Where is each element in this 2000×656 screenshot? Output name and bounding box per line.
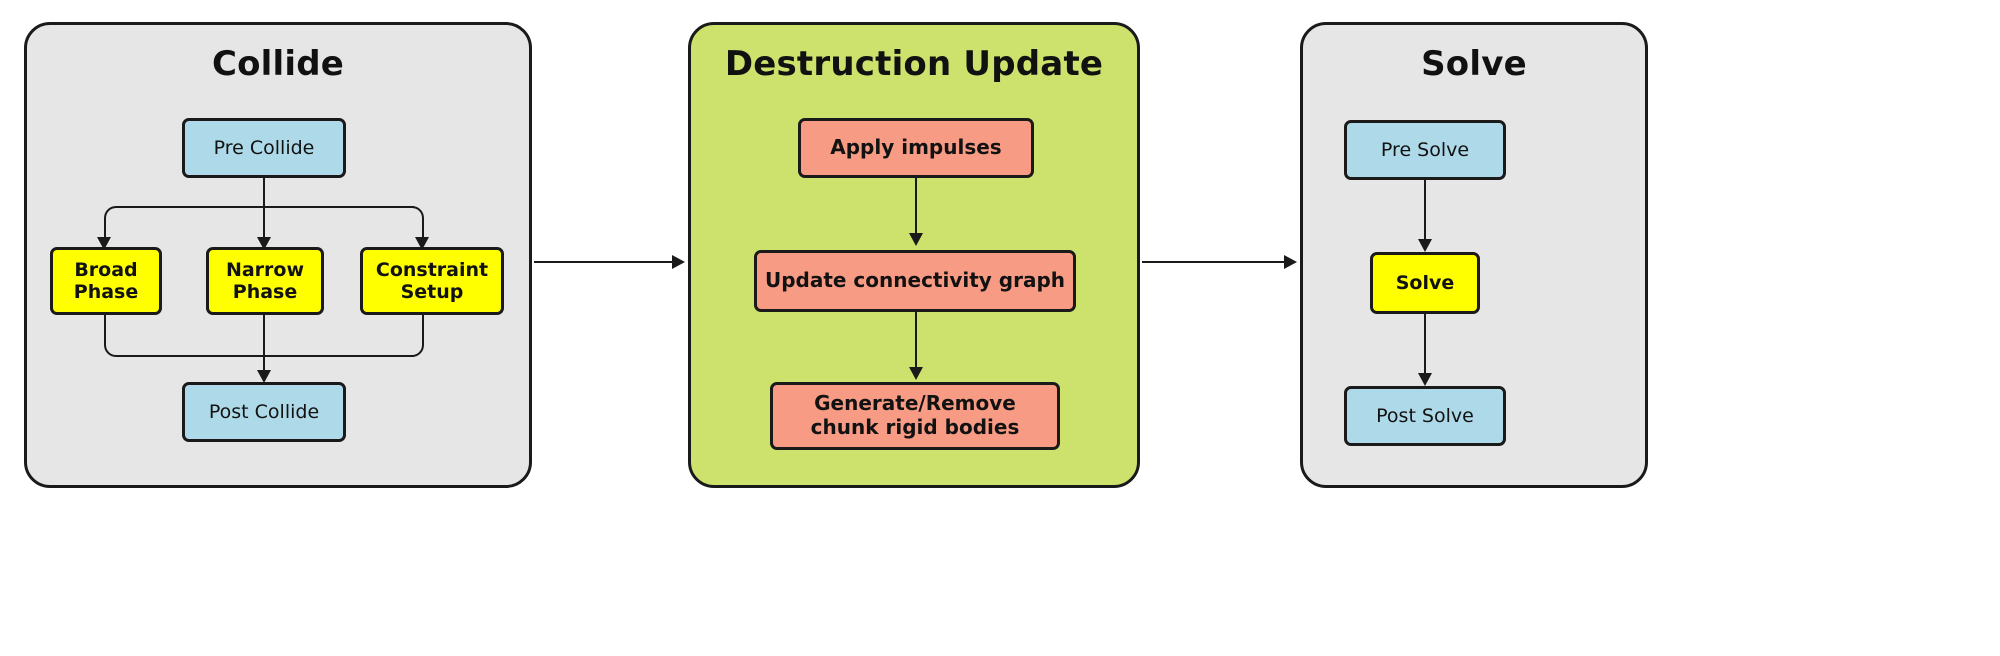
arrowhead-to-constraint-setup <box>415 237 429 250</box>
arrowhead-to-solve <box>1418 239 1432 252</box>
panel-title-solve: Solve <box>1421 44 1527 84</box>
connector-pre-solve-to-solve <box>1424 180 1426 246</box>
node-pre-solve[interactable]: Pre Solve <box>1344 120 1506 180</box>
node-generate-remove-chunk-rigid-bodies[interactable]: Generate/Remove chunk rigid bodies <box>770 382 1060 450</box>
arrowhead-to-narrow-phase <box>257 237 271 250</box>
connector-pre-collide-stem <box>263 178 265 246</box>
connector-solve-to-post-solve <box>1424 314 1426 380</box>
arrowhead-to-update-connectivity <box>909 233 923 246</box>
connector-bar-right <box>264 206 414 208</box>
arrowhead-to-broad-phase <box>97 237 111 250</box>
arrowhead-to-post-solve <box>1418 373 1432 386</box>
connector-rise-broad <box>104 315 106 345</box>
connector-drop-broad <box>104 218 106 242</box>
node-update-connectivity-graph[interactable]: Update connectivity graph <box>754 250 1076 312</box>
connector-drop-constraint <box>422 218 424 242</box>
connector-elbow-right <box>410 206 424 220</box>
connector-bar-left <box>116 206 266 208</box>
connector-narrow-to-post <box>263 315 265 377</box>
panel-title-collide: Collide <box>211 44 345 84</box>
panel-title-destruction-update: Destruction Update <box>724 44 1104 84</box>
node-constraint-setup[interactable]: Constraint Setup <box>360 247 504 315</box>
node-broad-phase[interactable]: Broad Phase <box>50 247 162 315</box>
connector-elbow-left <box>104 206 118 220</box>
connector-collide-to-destruction <box>534 261 674 263</box>
connector-elbow-merge-left <box>104 343 118 357</box>
connector-merge-bar-left <box>116 355 266 357</box>
arrowhead-to-post-collide <box>257 370 271 383</box>
connector-destruction-to-solve <box>1142 261 1286 263</box>
node-narrow-phase[interactable]: Narrow Phase <box>206 247 324 315</box>
node-post-solve[interactable]: Post Solve <box>1344 386 1506 446</box>
arrowhead-collide-to-destruction <box>672 255 685 269</box>
connector-rise-constraint <box>422 315 424 345</box>
connector-update-to-generate <box>915 312 917 374</box>
node-post-collide[interactable]: Post Collide <box>182 382 346 442</box>
node-solve[interactable]: Solve <box>1370 252 1480 314</box>
arrowhead-destruction-to-solve <box>1284 255 1297 269</box>
arrowhead-to-generate-remove <box>909 367 923 380</box>
node-pre-collide[interactable]: Pre Collide <box>182 118 346 178</box>
connector-apply-to-update <box>915 178 917 240</box>
connector-merge-bar-right <box>264 355 414 357</box>
node-apply-impulses[interactable]: Apply impulses <box>798 118 1034 178</box>
